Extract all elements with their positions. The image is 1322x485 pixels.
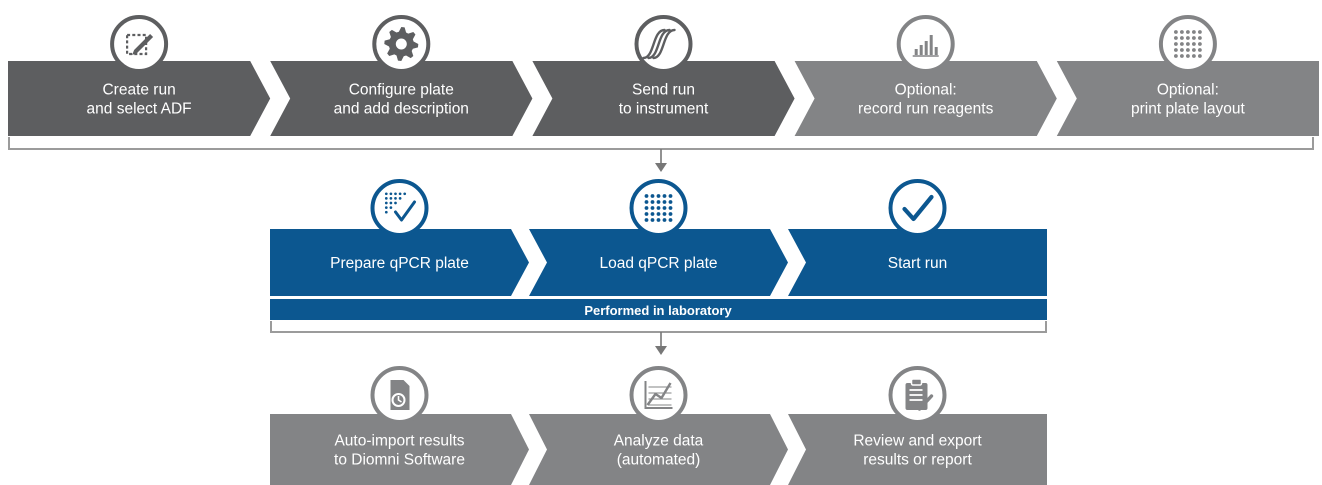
label-line: record run reagents bbox=[858, 101, 994, 118]
checkmark-icon bbox=[902, 194, 934, 222]
row2-bracket bbox=[270, 321, 1047, 333]
file-import-icon bbox=[390, 380, 410, 410]
row1-step-2-label: Configure plate and add description bbox=[334, 82, 469, 118]
row3-step-1-label: Auto-import results to Diomni Software bbox=[334, 433, 465, 469]
connectors bbox=[8, 137, 1314, 355]
label-line: Send run bbox=[632, 82, 695, 99]
clipboard-review-icon bbox=[905, 378, 934, 411]
bar-chart-icon bbox=[912, 35, 939, 57]
chart-analysis-icon bbox=[644, 381, 673, 409]
row1-step-3-badge bbox=[634, 15, 693, 73]
row1-step-2-badge bbox=[372, 15, 431, 73]
label-line: Review and export bbox=[853, 433, 982, 450]
row1-step-5-badge bbox=[1158, 15, 1217, 73]
row2-step-1-label: Prepare qPCR plate bbox=[330, 255, 469, 272]
row1-step-2-shape bbox=[270, 61, 533, 136]
row3-step-2-badge bbox=[629, 366, 688, 424]
row1-step-1-badge bbox=[110, 15, 169, 73]
row2-step-1-shape bbox=[270, 229, 529, 296]
row2-step-2-label: Load qPCR plate bbox=[599, 255, 717, 272]
row3-step-1-badge bbox=[370, 366, 429, 424]
row1-step-1-shape bbox=[8, 61, 271, 136]
row1-step-3-shape bbox=[532, 61, 795, 136]
row3-step-3-badge bbox=[888, 366, 947, 424]
lab-band-label: Performed in laboratory bbox=[584, 303, 732, 318]
row1-step-4-label: Optional: record run reagents bbox=[858, 82, 994, 118]
label-line: and select ADF bbox=[87, 101, 192, 118]
row1-step-5-label: Optional: print plate layout bbox=[1131, 82, 1245, 118]
label-line: Auto-import results bbox=[334, 433, 464, 450]
row2-step-2-badge bbox=[629, 179, 688, 237]
arrow-down-icon bbox=[655, 163, 667, 172]
plate-check-icon bbox=[384, 192, 416, 222]
label-line: Analyze data bbox=[614, 433, 704, 450]
lab-band bbox=[270, 299, 1047, 320]
label-line: print plate layout bbox=[1131, 101, 1245, 118]
label-line: Start run bbox=[888, 255, 947, 272]
row1-step-1-label: Create run and select ADF bbox=[87, 82, 192, 118]
row1-step-4-shape bbox=[794, 61, 1057, 136]
label-line: to Diomni Software bbox=[334, 452, 465, 469]
row1-bracket bbox=[8, 137, 1314, 150]
label-line: Load qPCR plate bbox=[599, 255, 717, 272]
arrow-down-icon bbox=[655, 346, 667, 355]
row3-step-1-shape bbox=[270, 414, 529, 485]
row1-step-4-badge bbox=[896, 15, 955, 73]
label-line: to instrument bbox=[619, 101, 709, 118]
row2-step-3-badge bbox=[888, 179, 947, 237]
row3-step-2-shape bbox=[529, 414, 788, 485]
row1-step-3-label: Send run to instrument bbox=[619, 82, 709, 118]
label-line: Configure plate bbox=[349, 82, 454, 99]
label-line: Prepare qPCR plate bbox=[330, 255, 469, 272]
row3-step-2-label: Analyze data (automated) bbox=[614, 433, 704, 469]
row2-step-1-badge bbox=[370, 179, 429, 237]
step-labels: Create run and select ADF Configure plate a… bbox=[87, 82, 1246, 469]
plate-grid-icon bbox=[644, 194, 673, 222]
label-line: Create run bbox=[102, 82, 175, 99]
row3-step-3-label: Review and export results or report bbox=[853, 433, 982, 469]
label-line: Optional: bbox=[1157, 82, 1219, 99]
edit-selection-icon bbox=[125, 33, 154, 56]
row2-step-2-shape bbox=[529, 229, 788, 296]
label-line: results or report bbox=[863, 452, 972, 469]
label-line: (automated) bbox=[617, 452, 701, 469]
row2-step-3-label: Start run bbox=[888, 255, 947, 272]
row2-step-3-shape bbox=[788, 229, 1047, 296]
gear-icon bbox=[384, 27, 419, 61]
row3-step-3-shape bbox=[788, 414, 1047, 485]
step-shapes bbox=[8, 61, 1319, 485]
amplification-curve-icon bbox=[642, 28, 676, 60]
plate-grid-icon bbox=[1174, 30, 1202, 58]
row1-step-5-shape bbox=[1056, 61, 1319, 136]
label-line: Optional: bbox=[895, 82, 957, 99]
step-icons bbox=[110, 15, 1217, 424]
label-line: and add description bbox=[334, 101, 469, 118]
